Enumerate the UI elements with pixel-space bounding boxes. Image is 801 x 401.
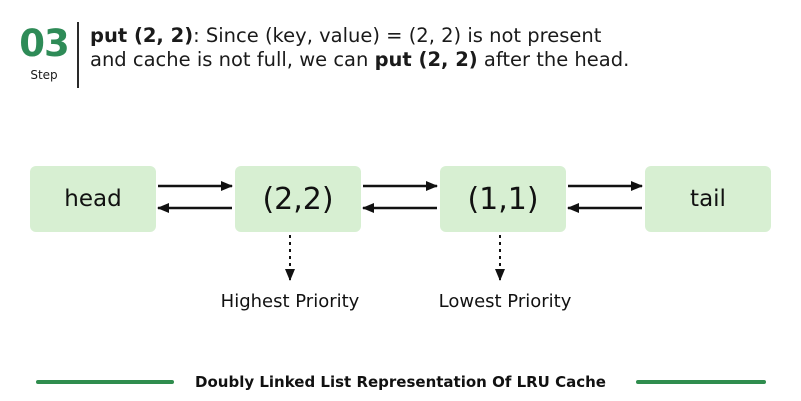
caption: Doubly Linked List Representation Of LRU… xyxy=(0,372,801,392)
node-1-1: (1,1) xyxy=(440,166,566,232)
node-2-2: (2,2) xyxy=(235,166,361,232)
highest-priority-label: Highest Priority xyxy=(220,291,360,312)
step-label: Step xyxy=(30,68,58,82)
description-line-1: put (2, 2): Since (key, value) = (2, 2) … xyxy=(90,24,790,48)
lowest-priority-label: Lowest Priority xyxy=(438,291,572,312)
caption-rule-left xyxy=(36,380,174,384)
description-bold-2: put (2, 2) xyxy=(374,48,478,71)
step-number: 03 xyxy=(19,22,70,65)
description-bold-1: put (2, 2) xyxy=(90,24,194,47)
caption-text: Doubly Linked List Representation Of LRU… xyxy=(189,373,612,391)
description-text-2a: and cache is not full, we can xyxy=(90,48,375,71)
description-line-2: and cache is not full, we can put (2, 2)… xyxy=(90,48,790,72)
step-divider xyxy=(77,22,79,88)
node-tail: tail xyxy=(645,166,771,232)
step-badge: 03 Step xyxy=(16,22,74,84)
description-text-2b: after the head. xyxy=(477,48,630,71)
caption-rule-right xyxy=(636,380,766,384)
step-description: put (2, 2): Since (key, value) = (2, 2) … xyxy=(90,24,790,72)
description-text-1: : Since (key, value) = (2, 2) is not pre… xyxy=(193,24,602,47)
node-head: head xyxy=(30,166,156,232)
